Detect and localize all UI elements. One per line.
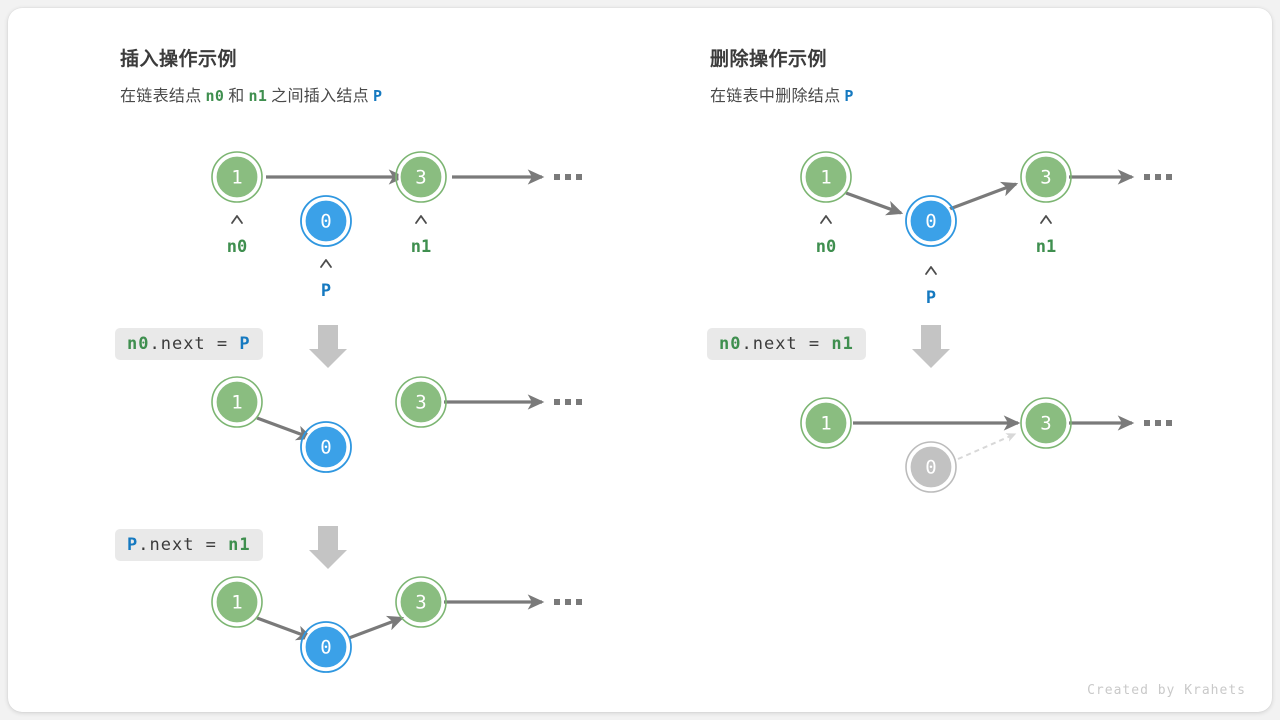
insert-row-1: 1 0 3: [211, 151, 582, 301]
arrow-p-to-n1: [938, 181, 1019, 215]
subtitle-text: 之间插入结点: [271, 88, 369, 105]
insert-panel-title: 插入操作示例: [120, 49, 238, 70]
caret-up-icon: [925, 266, 937, 275]
arrow-n0-to-p: [256, 616, 314, 641]
down-arrow-icon: [309, 325, 347, 368]
node-value: 0: [320, 637, 331, 659]
ellipsis-icon: [1144, 174, 1172, 180]
arrow-n0-to-p: [256, 416, 314, 441]
pointer-label-n1: n1: [1036, 237, 1056, 257]
node-value: 0: [320, 211, 331, 233]
node-n1[interactable]: 3: [395, 151, 447, 203]
node-value: 3: [415, 592, 426, 614]
node-value: 1: [231, 592, 242, 614]
ellipsis-icon: [554, 599, 582, 605]
node-n1[interactable]: 3: [395, 576, 447, 628]
node-n0[interactable]: 1: [211, 151, 263, 203]
node-n1[interactable]: 3: [1020, 397, 1072, 449]
code-token-n1: n1: [228, 535, 251, 555]
insert-step2-code: P.next = n1: [115, 529, 263, 561]
ellipsis-icon: [554, 399, 582, 405]
node-p[interactable]: 0: [300, 195, 352, 247]
pointer-label-p: P: [321, 281, 331, 301]
subtitle-token-p: P: [844, 87, 854, 105]
down-arrow-icon: [309, 526, 347, 569]
insert-row-2: 1 0 3: [211, 376, 582, 473]
node-n1[interactable]: 3: [1020, 151, 1072, 203]
node-value: 3: [1040, 167, 1051, 189]
node-n0[interactable]: 1: [211, 576, 263, 628]
delete-row-2: 1 0 3: [800, 397, 1172, 493]
code-token-n0: n0: [719, 334, 742, 354]
down-arrow-icon: [912, 325, 950, 368]
subtitle-text: 和: [228, 88, 245, 105]
node-removed-p[interactable]: 0: [905, 441, 957, 493]
node-value: 3: [415, 392, 426, 414]
node-value: 3: [415, 167, 426, 189]
code-token-n1: n1: [831, 334, 854, 354]
node-n0[interactable]: 1: [211, 376, 263, 428]
code-token-n0: n0: [127, 334, 150, 354]
ellipsis-icon: [1144, 420, 1172, 426]
arrow-n0-to-p: [845, 191, 904, 216]
node-value: 1: [231, 392, 242, 414]
caret-up-icon: [1040, 215, 1052, 224]
insert-step1-code: n0.next = P: [115, 328, 263, 360]
node-p[interactable]: 0: [905, 195, 957, 247]
node-value: 3: [1040, 413, 1051, 435]
node-value: 0: [925, 457, 936, 479]
subtitle-token-n1: n1: [248, 87, 268, 105]
delete-panel-title: 删除操作示例: [710, 49, 828, 70]
code-token-next: .next =: [138, 535, 229, 555]
caret-up-icon: [320, 259, 332, 268]
delete-step1-code: n0.next = n1: [707, 328, 866, 360]
arrow-removed-p-to-n1: [957, 433, 1017, 460]
pointer-label-n1: n1: [411, 237, 431, 257]
insert-row-3: 1 0 3: [211, 576, 582, 673]
footer-credit: Created by Krahets: [1087, 683, 1246, 698]
code-token-p: P: [127, 535, 139, 555]
code-token-next: .next =: [149, 334, 240, 354]
code-token-p: P: [239, 334, 251, 354]
subtitle-text: 在链表中删除结点: [710, 88, 841, 105]
code-token-next: .next =: [741, 334, 832, 354]
node-n0[interactable]: 1: [800, 151, 852, 203]
node-value: 0: [925, 211, 936, 233]
subtitle-token-n0: n0: [205, 87, 225, 105]
linked-list-graphics: 1 0 3: [211, 151, 1172, 673]
node-p[interactable]: 0: [300, 421, 352, 473]
node-n0[interactable]: 1: [800, 397, 852, 449]
pointer-label-n0: n0: [227, 237, 247, 257]
pointer-label-n0: n0: [816, 237, 836, 257]
pointer-label-p: P: [926, 288, 936, 308]
ellipsis-icon: [554, 174, 582, 180]
subtitle-token-p: P: [372, 87, 383, 105]
subtitle-text: 在链表结点: [120, 88, 202, 105]
caret-up-icon: [820, 215, 832, 224]
node-n1[interactable]: 3: [395, 376, 447, 428]
delete-row-1: 1 0 3 n0: [800, 151, 1172, 308]
node-value: 1: [820, 413, 831, 435]
node-value: 1: [820, 167, 831, 189]
caret-up-icon: [231, 215, 243, 224]
node-value: 1: [231, 167, 242, 189]
node-value: 0: [320, 437, 331, 459]
caret-up-icon: [415, 215, 427, 224]
arrow-p-to-n1: [348, 615, 405, 640]
node-p[interactable]: 0: [300, 621, 352, 673]
